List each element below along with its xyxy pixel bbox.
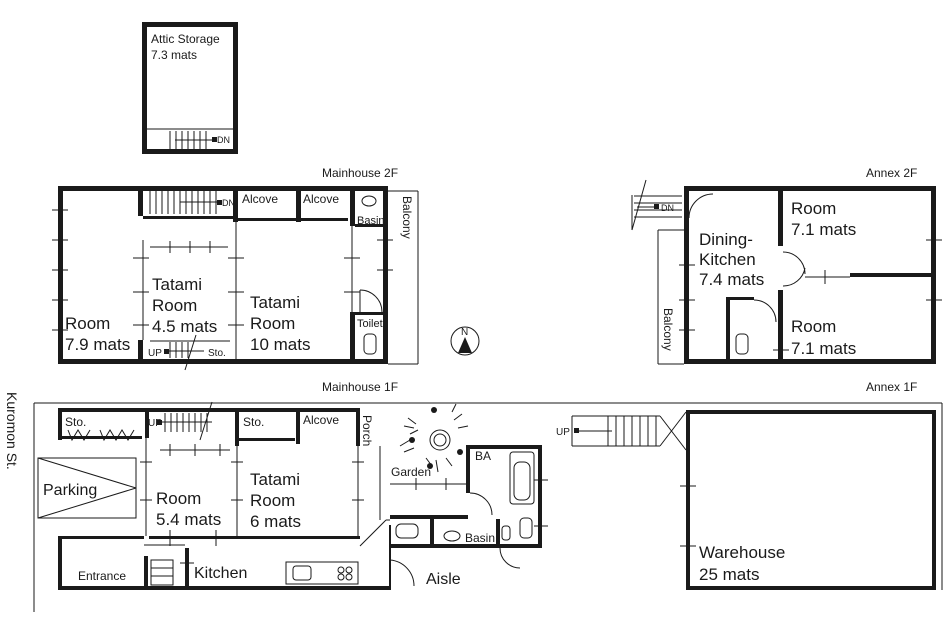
toilet-2f-label: Toilet bbox=[357, 318, 383, 330]
alcove-2f-1: Alcove bbox=[242, 192, 278, 206]
bath-door-swing bbox=[469, 492, 493, 516]
kitchen-label: Kitchen bbox=[194, 565, 247, 582]
basin-1f-label: Basin bbox=[465, 531, 495, 545]
aisle-walls bbox=[359, 519, 415, 590]
attic-size: 7.3 mats bbox=[151, 48, 197, 62]
annex-room-ne-size: 7.1 mats bbox=[791, 220, 856, 239]
sto-1f-1: Sto. bbox=[65, 415, 86, 429]
stair-2f-sto: Sto. bbox=[208, 348, 226, 359]
mainhouse-1f-ticks bbox=[140, 444, 548, 564]
alcove-1f: Alcove bbox=[303, 413, 339, 427]
tatami-4-5-size: 4.5 mats bbox=[152, 317, 217, 336]
warehouse-name: Warehouse bbox=[699, 543, 785, 562]
attic-stair bbox=[169, 131, 217, 149]
attic-storage: Attic Storage 7.3 mats DN bbox=[142, 22, 238, 154]
annex-2f-plan: Dining- Kitchen 7.4 mats Room 7.1 mats R… bbox=[631, 179, 942, 365]
annex-1f-up: UP bbox=[556, 427, 570, 438]
mainhouse-2f-stair-north bbox=[149, 191, 222, 214]
annex-balcony-label: Balcony bbox=[661, 308, 675, 351]
sto-1f-2: Sto. bbox=[243, 415, 264, 429]
garden-label: Garden bbox=[391, 465, 431, 479]
compass-label: N bbox=[461, 327, 468, 338]
room-5-4-size: 5.4 mats bbox=[156, 510, 221, 529]
warehouse-size: 25 mats bbox=[699, 565, 759, 584]
annex-room-se-size: 7.1 mats bbox=[791, 339, 856, 358]
tatami-6-line2: Room bbox=[250, 491, 295, 510]
compass-icon: N bbox=[450, 326, 480, 356]
mainhouse-2f-plan: Room 7.9 mats Tatami Room 4.5 mats Tatam… bbox=[52, 186, 419, 371]
toilet-annex-icon bbox=[735, 333, 749, 355]
tatami-4-5-line2: Room bbox=[152, 296, 197, 315]
room-7-9-size: 7.9 mats bbox=[65, 335, 130, 354]
balcony-2f-label: Balcony bbox=[400, 196, 414, 239]
basin-1f-icon bbox=[443, 530, 461, 542]
mainhouse-1f-stair bbox=[157, 401, 213, 441]
garden-plants-icon bbox=[399, 403, 469, 473]
mainhouse-2f-ticks bbox=[52, 209, 393, 342]
stair-1f-up: UP bbox=[148, 418, 162, 429]
annex-1f-plan: UP Warehouse 25 mats bbox=[556, 410, 936, 590]
toilet-1f-icon bbox=[395, 523, 419, 539]
porch-label: Porch bbox=[360, 415, 374, 446]
aisle-label: Aisle bbox=[426, 571, 461, 588]
tatami-4-5-line1: Tatami bbox=[152, 275, 202, 294]
stair-2f-dn: DN bbox=[222, 198, 235, 208]
tatami-10-size: 10 mats bbox=[250, 335, 310, 354]
annex-room-se-name: Room bbox=[791, 317, 836, 336]
tatami-6-line1: Tatami bbox=[250, 470, 300, 489]
parking-label: Parking bbox=[43, 482, 97, 499]
entrance-stair bbox=[150, 559, 174, 586]
alcove-2f-2: Alcove bbox=[303, 192, 339, 206]
annex-room-ne-name: Room bbox=[791, 199, 836, 218]
tatami-10-line2: Room bbox=[250, 314, 295, 333]
annex-2f-stair bbox=[631, 179, 682, 231]
annex-2f-door-swing-2 bbox=[782, 251, 806, 275]
annex-1f-stair bbox=[571, 411, 687, 451]
kitchen-counter bbox=[285, 561, 359, 585]
storage-shelf-icon bbox=[67, 429, 91, 442]
title-annex-1f: Annex 1F bbox=[866, 380, 917, 394]
basin-2f-icon bbox=[361, 195, 377, 207]
annex-stair-dn: DN bbox=[661, 203, 674, 213]
room-7-9-name: Room bbox=[65, 314, 110, 333]
attic-dn: DN bbox=[217, 135, 230, 145]
bathroom-block bbox=[390, 445, 542, 569]
ba-label: BA bbox=[475, 449, 491, 463]
bathtub-icon bbox=[509, 451, 535, 505]
entrance-label: Entrance bbox=[78, 569, 126, 583]
annex-1f-ticks bbox=[680, 485, 696, 547]
tatami-6-size: 6 mats bbox=[250, 512, 301, 531]
toilet-1f-b-icon bbox=[519, 517, 533, 539]
dining-line2: Kitchen bbox=[699, 250, 756, 269]
room-5-4-name: Room bbox=[156, 489, 201, 508]
attic-name: Attic Storage bbox=[151, 32, 220, 46]
annex-2f-ticks bbox=[679, 239, 942, 351]
sink-icon bbox=[292, 565, 312, 581]
tatami-10-line1: Tatami bbox=[250, 293, 300, 312]
mainhouse-2f-stair-south bbox=[164, 334, 204, 371]
toilet-2f-icon bbox=[363, 333, 377, 355]
stair-2f-up: UP bbox=[148, 348, 162, 359]
parking-area bbox=[37, 457, 137, 519]
title-mainhouse-1f: Mainhouse 1F bbox=[322, 380, 398, 394]
basin-2f-label: Basin bbox=[357, 215, 385, 227]
mainhouse-1f-plan: Sto. UP Sto. Alcove Porch Parking Room 5… bbox=[37, 401, 548, 590]
dining-size: 7.4 mats bbox=[699, 270, 764, 289]
annex-2f-door-swing bbox=[688, 193, 714, 219]
toilet-door-swing bbox=[359, 289, 383, 313]
stove-burner-icon bbox=[337, 566, 345, 574]
dining-line1: Dining- bbox=[699, 230, 753, 249]
title-mainhouse-2f: Mainhouse 2F bbox=[322, 166, 398, 180]
title-annex-2f: Annex 2F bbox=[866, 166, 917, 180]
street-label: Kuromon St. bbox=[4, 392, 20, 470]
annex-2f-wc-door-swing bbox=[753, 299, 777, 323]
